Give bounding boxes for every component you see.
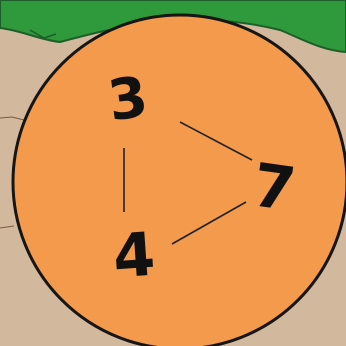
node-4-label[interactable]: 4 <box>111 220 158 293</box>
